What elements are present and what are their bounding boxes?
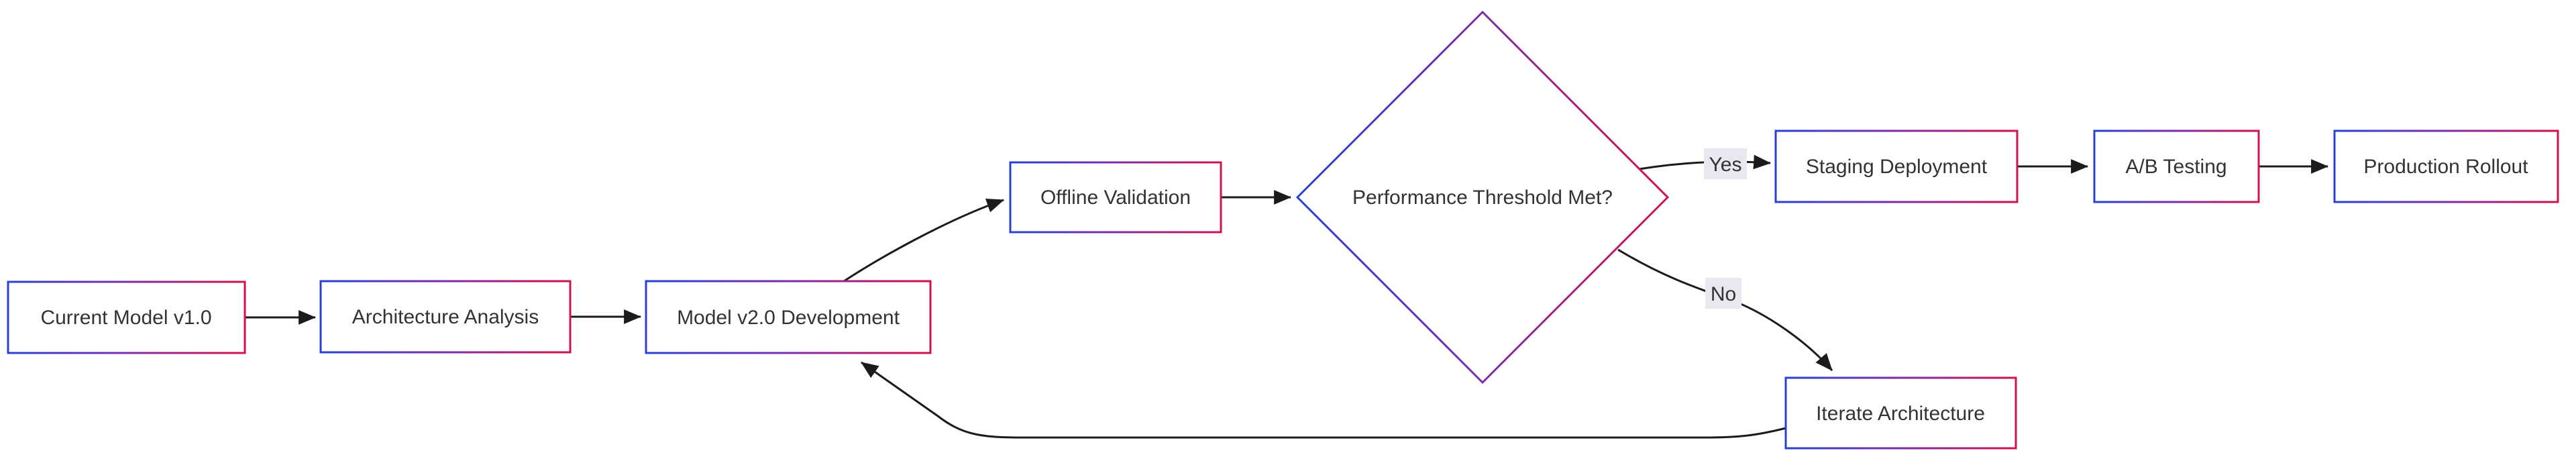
- node-architecture-analysis: Architecture Analysis: [319, 280, 572, 354]
- performance-threshold-diamond: [1295, 10, 1670, 385]
- offline-validation-label: Offline Validation: [1040, 187, 1191, 209]
- edge-iterate-loop-to-model2: [861, 361, 1786, 439]
- iterate-architecture-box: [1784, 376, 2017, 450]
- production-rollout-label: Production Rollout: [2363, 156, 2528, 178]
- ab-testing-box: [2093, 130, 2260, 203]
- iterate-architecture-label: Iterate Architecture: [1816, 403, 1985, 425]
- model-v2-development-box: [645, 280, 932, 354]
- offline-validation-box: [1009, 161, 1222, 234]
- node-staging-deployment: Staging Deployment: [1774, 130, 2019, 203]
- edge-decision-yes: [1638, 154, 1772, 170]
- node-model-v2-development: Model v2.0 Development: [645, 280, 932, 354]
- edge-label-yes: Yes: [1704, 148, 1747, 179]
- yes-label: Yes: [1709, 154, 1742, 176]
- node-offline-validation: Offline Validation: [1009, 161, 1222, 234]
- architecture-analysis-box: [319, 280, 572, 354]
- architecture-analysis-label: Architecture Analysis: [352, 306, 539, 328]
- staging-deployment-label: Staging Deployment: [1806, 156, 1988, 178]
- edge-label-no: No: [1705, 278, 1741, 309]
- ab-testing-label: A/B Testing: [2125, 156, 2226, 178]
- model-v2-development-label: Model v2.0 Development: [677, 307, 900, 329]
- no-label-background: [1705, 278, 1741, 309]
- edge-model2-to-offline: [843, 198, 1005, 283]
- staging-deployment-box: [1774, 130, 2019, 203]
- yes-label-background: [1704, 148, 1747, 179]
- production-rollout-box: [2333, 130, 2559, 203]
- node-ab-testing: A/B Testing: [2093, 130, 2260, 203]
- node-performance-threshold-decision: Performance Threshold Met?: [1295, 10, 1670, 385]
- no-label: No: [1711, 283, 1736, 305]
- performance-threshold-label: Performance Threshold Met?: [1352, 187, 1613, 209]
- current-model-label: Current Model v1.0: [40, 307, 211, 329]
- node-current-model: Current Model v1.0: [7, 280, 246, 354]
- current-model-box: [7, 280, 246, 354]
- edge-decision-no: [1617, 248, 1833, 371]
- node-iterate-architecture: Iterate Architecture: [1784, 376, 2017, 450]
- node-production-rollout: Production Rollout: [2333, 130, 2559, 203]
